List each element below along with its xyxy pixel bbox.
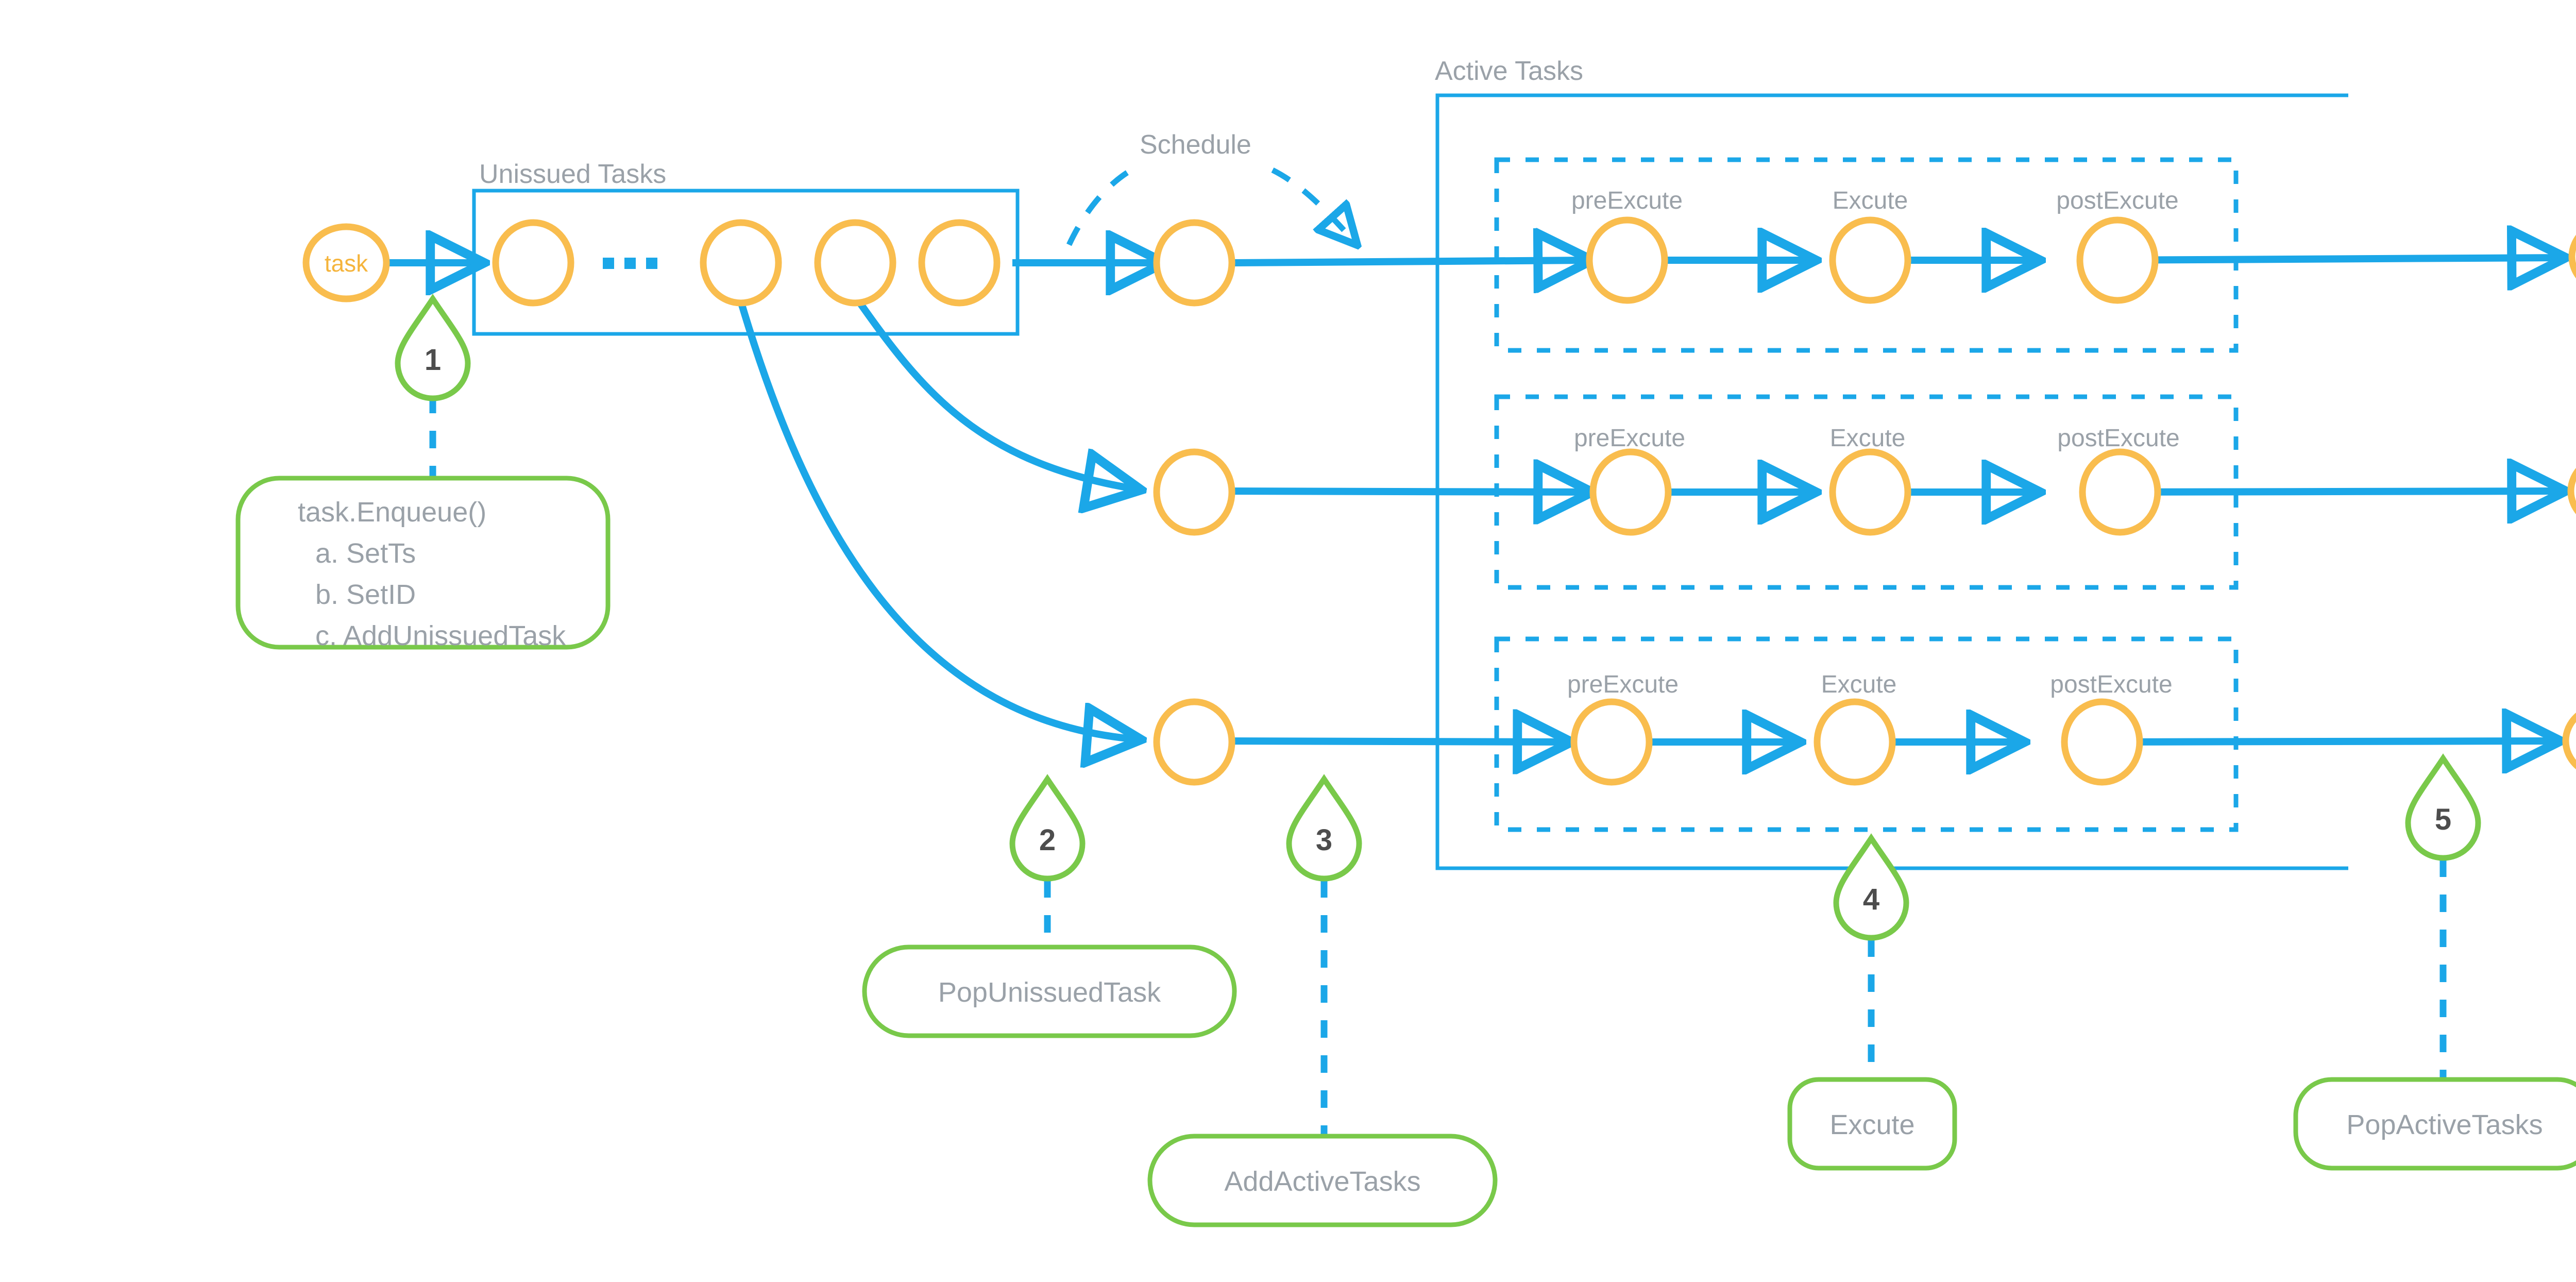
pipeline-2-label-preExcute: preExcute [1574,425,1685,452]
callout-add-active[interactable]: AddActiveTasks [1147,1134,1498,1227]
pipeline-3-stage-preExcute-node[interactable] [1570,698,1653,786]
pipeline-3-entry-node[interactable] [1153,698,1235,786]
edge-queue-to-pipeline3-entry [736,295,1139,739]
active-tasks-label: Active Tasks [1435,56,1583,86]
marker-3[interactable]: 3 [1286,774,1362,882]
pipeline-1-label-Excute: Excute [1833,187,1908,214]
pipeline-3-dotted-box [1494,636,2239,832]
pipeline-2-edges [1210,491,2563,492]
pipeline-2-stage-preExcute-node[interactable] [1589,448,1672,536]
edge-schedule-to-pipeline1 [1233,260,1589,263]
pipeline-2-stage-postExcute-node[interactable] [2079,448,2161,536]
callout-enqueue-title: task.Enqueue() [298,497,486,528]
pipeline-2-label-postExcute: postExcute [2057,425,2179,452]
pipeline-1-entry-node[interactable] [1153,219,1235,307]
pipeline-3-label-preExcute: preExcute [1567,671,1679,698]
pipeline-1-exit-node[interactable] [2568,221,2576,293]
marker-4-number: 4 [1863,883,1879,916]
marker-3-number: 3 [1316,823,1332,857]
callout-enqueue-step-b: b. SetID [315,579,416,610]
marker-5[interactable]: 5 [2405,753,2481,861]
pipeline-3-stage-Excute-node[interactable] [1814,698,1896,786]
marker-2[interactable]: 2 [1009,774,1086,882]
node-queue-3[interactable] [814,219,896,307]
node-task-label: task [325,250,368,277]
pipeline-3-stage-postExcute-node[interactable] [2061,698,2143,786]
pipeline-2-label-Excute: Excute [1830,425,1906,452]
pipeline-1-dotted-box [1494,157,2239,353]
pipeline-1-stage-Excute-node[interactable] [1829,216,1911,304]
schedule-dashed-arrow-left [1066,162,1143,246]
node-queue-4[interactable] [918,219,1001,307]
pipeline-2-stage-Excute-node[interactable] [1829,448,1911,536]
marker-4[interactable]: 4 [1833,833,1909,941]
node-task-source[interactable]: task [302,223,390,302]
node-queue-2[interactable] [700,219,782,307]
pipeline-2-entry-node[interactable] [1153,448,1235,536]
pipeline-1-stage-postExcute-node[interactable] [2076,216,2159,304]
callout-add-active-title: AddActiveTasks [1224,1166,1420,1197]
callout-excute[interactable]: Excute [1787,1077,1957,1171]
pipeline-3-label-Excute: Excute [1821,671,1897,698]
schedule-dashed-arrow-right [1271,167,1352,240]
callout-pop-active-title: PopActiveTasks [2346,1109,2543,1140]
pipeline-2-exit-node[interactable] [2567,455,2576,527]
callout-excute-title: Excute [1829,1109,1914,1140]
pipeline-1-stage-preExcute-node[interactable] [1586,216,1668,304]
marker-1-number: 1 [425,343,441,377]
pipeline-1-label-postExcute: postExcute [2056,187,2178,214]
node-queue-1[interactable] [492,219,574,307]
edge-queue-to-pipeline2-entry [852,294,1139,490]
marker-2-number: 2 [1039,823,1056,857]
callout-pop-unissued-title: PopUnissuedTask [938,977,1161,1008]
pipeline-1-label-preExcute: preExcute [1571,187,1683,214]
callout-pop-unissued[interactable]: PopUnissuedTask [862,944,1237,1038]
schedule-label: Schedule [1140,130,1251,160]
pipeline-3-label-postExcute: postExcute [2050,671,2172,698]
queue-ellipsis [603,258,657,269]
callout-enqueue[interactable]: task.Enqueue() a. SetTs b. SetID c. AddU… [235,476,611,651]
pipeline-3-exit-node[interactable] [2562,705,2576,777]
marker-1[interactable]: 1 [395,294,471,401]
callout-pop-active[interactable]: PopActiveTasks [2293,1077,2576,1171]
unissued-tasks-label: Unissued Tasks [479,159,666,189]
marker-5-number: 5 [2435,803,2451,836]
callout-enqueue-step-c: c. AddUnissuedTask [315,620,566,651]
callout-enqueue-step-a: a. SetTs [315,538,416,569]
